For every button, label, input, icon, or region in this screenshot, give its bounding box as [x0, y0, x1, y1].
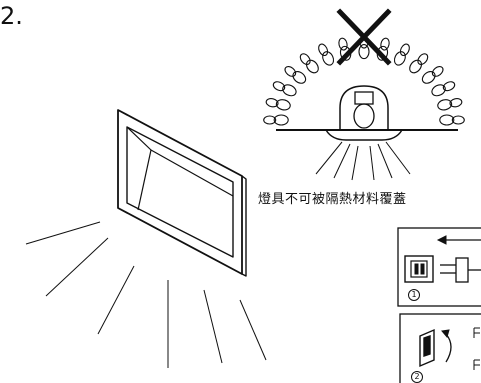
insulation-coil-loop: [263, 115, 277, 125]
outlet-icon: [404, 255, 434, 283]
insulation-coil-loop: [265, 98, 279, 108]
insulation-coil-loop: [393, 51, 406, 66]
insulation-coil-loop: [431, 84, 446, 97]
panel-2-frame: [399, 313, 481, 383]
lamp-socket: [354, 91, 374, 105]
insulation-coil-loop: [284, 65, 297, 77]
insulation-coil-loop: [292, 70, 307, 84]
fixture-plate-edge: [241, 175, 247, 277]
insulation-coil-loop: [380, 37, 390, 51]
panel-1-frame: [397, 227, 481, 307]
warning-caption: 燈具不可被隔熱材料覆蓋: [258, 192, 407, 207]
lamp-housing: [339, 85, 389, 130]
recessed-light-fixture: [117, 109, 247, 277]
panel-1-number: 1: [408, 289, 420, 301]
insulation-coil: [263, 35, 465, 126]
fixture-opening: [126, 126, 234, 258]
fixture-outer-plate: [117, 109, 243, 275]
insulation-coil-loop: [358, 44, 370, 60]
insulation-coil-loop: [421, 70, 436, 84]
insert-arrow-head: [436, 235, 447, 245]
step-number: 2.: [0, 2, 23, 30]
rocker-switch-icon: [419, 328, 435, 368]
lamp-flange: [325, 129, 403, 141]
install-panel-1: [397, 227, 481, 307]
prohibited-x-icon: [336, 8, 392, 66]
insulation-coil-loop: [299, 53, 311, 65]
insulation-coil-loop: [272, 81, 286, 92]
fixture-recess-lower: [137, 149, 152, 211]
insulation-coil-loop: [322, 51, 335, 66]
lamp-bulb: [353, 103, 375, 129]
insulation-coil-loop: [437, 99, 453, 111]
switch-arrow-icon: [445, 333, 452, 363]
insulation-coil-loop: [275, 99, 291, 111]
plug-icon: [440, 257, 481, 283]
lamp-light-rays: [315, 141, 411, 181]
panel-2-partial-text: [473, 327, 480, 370]
insulation-coil-loop: [399, 43, 410, 57]
insulation-coil-loop: [442, 81, 456, 92]
insulation-coil-loop: [305, 59, 319, 74]
insulation-coil-loop: [318, 43, 329, 57]
insulation-coil-loop: [417, 53, 429, 65]
insulation-coil-loop: [282, 84, 297, 97]
panel-2-number: 2: [411, 371, 423, 383]
insulation-coil-loop: [439, 114, 455, 126]
insulation-coil-loop: [451, 115, 465, 125]
install-panel-2: [399, 313, 481, 383]
insulation-coil-loop: [449, 98, 463, 108]
insulation-coil-loop: [273, 114, 289, 126]
insulation-warning-illustration: [263, 8, 465, 181]
insulation-coil-loop: [431, 65, 444, 77]
insulation-coil-loop: [409, 59, 423, 74]
insulation-coil-loop: [338, 37, 348, 51]
fixture-light-rays: [25, 221, 267, 368]
